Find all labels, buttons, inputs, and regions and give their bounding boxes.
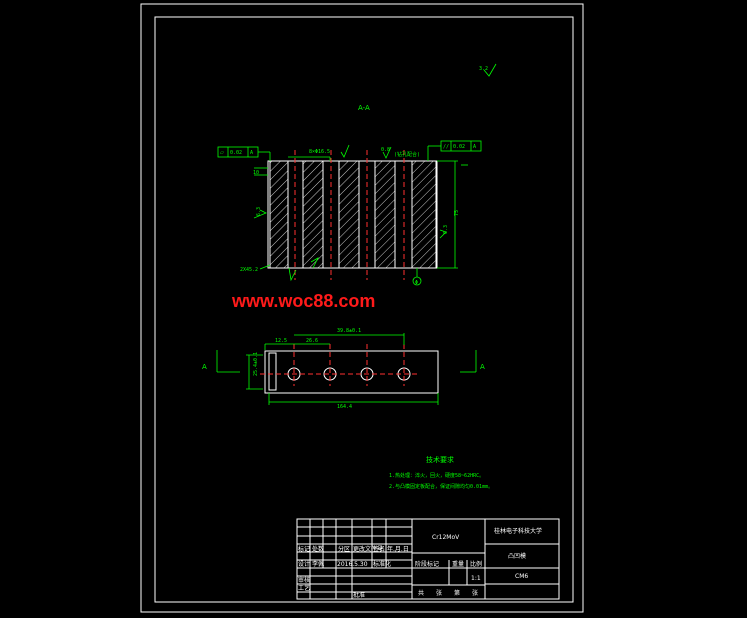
svg-text:10: 10 [253, 170, 259, 176]
svg-text:处数: 处数 [312, 545, 324, 553]
scale: 1:1 [471, 575, 481, 582]
section-hatch-2 [302, 160, 324, 269]
section-hatch-1 [269, 160, 289, 269]
section-marker-left: A [202, 350, 240, 373]
svg-text:3.2: 3.2 [479, 66, 488, 72]
section-hatch-3 [338, 160, 360, 269]
svg-text:A: A [250, 150, 253, 156]
svg-text:Φ: Φ [415, 280, 418, 286]
roughness-top: 0.8 [381, 147, 390, 153]
school-name: 桂林电子科技大学 [494, 527, 542, 535]
watermark: www.woc88.com [231, 291, 375, 311]
section-hatch-5 [411, 160, 437, 269]
svg-text:第: 第 [454, 589, 460, 597]
title-block: Cr12MoV 桂林电子科技大学 凸凹模 CM6 1:1 标记 处数 分区 更改… [296, 518, 560, 600]
roughness-top-note: (钻孔配合) [394, 151, 420, 158]
roughness-right: 6.3 [443, 225, 449, 234]
svg-text:0.02: 0.02 [230, 150, 242, 156]
svg-text:标准化: 标准化 [373, 560, 391, 568]
svg-text:1.热处理：淬火，回火，硬度58~62HRC。: 1.热处理：淬火，回火，硬度58~62HRC。 [389, 472, 484, 479]
dim-holes-label: 8×Φ16.5 [309, 149, 330, 155]
chamfer-label: 2X45.2 [240, 267, 258, 273]
svg-text:分区: 分区 [338, 545, 350, 553]
svg-text:A: A [202, 363, 207, 371]
inner-frame [154, 16, 574, 603]
dim-height: 75 [454, 210, 460, 216]
section-view [267, 150, 438, 280]
material: Cr12MoV [432, 534, 460, 541]
svg-text:2.与凸模固定板配合，保证间隙均匀0.01mm。: 2.与凸模固定板配合，保证间隙均匀0.01mm。 [389, 483, 493, 490]
dim-first: 12.5 [275, 338, 287, 344]
dim-length: 164.4 [337, 404, 352, 410]
dim-vertical: 25.4±0.1 [253, 352, 259, 376]
parallelism-tolerance-frame: // 0.02 A [427, 140, 482, 161]
svg-text:⏥: ⏥ [220, 150, 224, 156]
svg-text:张: 张 [436, 589, 442, 597]
drawing-number: CM6 [515, 573, 528, 580]
part-name: 凸凹模 [508, 552, 526, 560]
roughness-left: 6.3 [256, 207, 262, 216]
svg-text:技术要求: 技术要求 [426, 455, 454, 464]
svg-text:A: A [473, 144, 476, 150]
svg-text:阶段标记: 阶段标记 [415, 560, 439, 568]
svg-text:更改文件号: 更改文件号 [353, 545, 383, 553]
corner-roughness-symbol: 3.2 [479, 63, 497, 77]
dim-overall-holes: 39.8±0.1 [337, 328, 361, 334]
svg-text:审核: 审核 [298, 576, 310, 584]
svg-text://: // [443, 144, 449, 150]
svg-text:标记: 标记 [298, 545, 310, 553]
svg-text:2016.5.30: 2016.5.30 [337, 561, 368, 568]
svg-text:A: A [480, 363, 485, 371]
svg-text:批准: 批准 [353, 591, 365, 599]
outer-frame [140, 3, 584, 613]
dim-pitch: 26.6 [306, 338, 318, 344]
svg-text:李佩: 李佩 [312, 560, 324, 568]
section-title: A-A [358, 104, 370, 112]
svg-text:张: 张 [472, 589, 478, 597]
svg-text:年.月.日: 年.月.日 [387, 545, 409, 553]
svg-text:重量: 重量 [452, 560, 464, 568]
plan-view [260, 344, 439, 394]
svg-text:共: 共 [418, 589, 424, 597]
flatness-tolerance-frame: ⏥ 0.02 A [217, 146, 271, 161]
technical-requirements: 技术要求 1.热处理：淬火，回火，硬度58~62HRC。 2.与凸模固定板配合，… [389, 455, 493, 490]
section-marker-right: A [460, 350, 485, 373]
section-hatch-4 [374, 160, 396, 269]
svg-text:0.02: 0.02 [453, 144, 465, 150]
svg-text:比例: 比例 [470, 560, 482, 568]
svg-text:签名: 签名 [373, 545, 385, 553]
svg-text:工艺: 工艺 [298, 584, 310, 592]
svg-text:设计: 设计 [298, 560, 310, 568]
